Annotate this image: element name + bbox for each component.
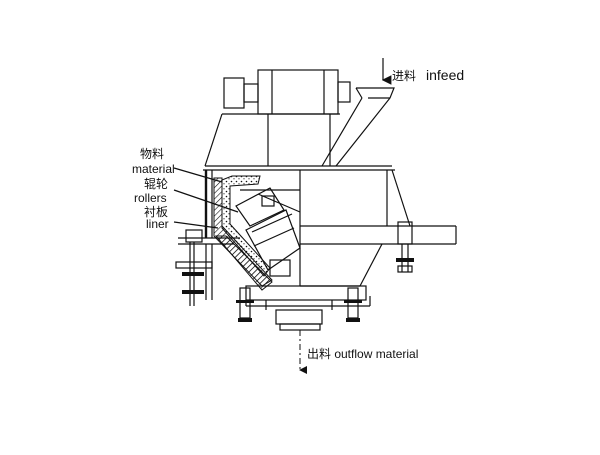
outflow-label: 出料 outflow material — [307, 347, 418, 361]
upper-frame — [203, 113, 395, 171]
material-label-en: material — [132, 162, 175, 176]
rollers-label-en: rollers — [134, 191, 167, 205]
rollers — [235, 187, 301, 277]
left-bolt-assembly — [175, 229, 213, 306]
outlet-assembly — [245, 285, 371, 331]
rollers-label-zh: 辊轮 — [144, 177, 168, 191]
lower-bolts — [236, 287, 362, 322]
material-label-zh: 物料 — [140, 147, 164, 161]
drive-motor — [223, 69, 351, 115]
infeed-label-en: infeed — [426, 67, 464, 83]
main-housing — [178, 169, 457, 287]
liner-label-en: liner — [146, 217, 169, 231]
right-bolt-assembly — [396, 221, 414, 273]
infeed-label-zh: 进料 — [392, 69, 416, 83]
liner-label-zh: 衬板 — [144, 205, 168, 219]
label-leader-lines — [173, 167, 239, 229]
infeed-chute — [321, 87, 395, 167]
